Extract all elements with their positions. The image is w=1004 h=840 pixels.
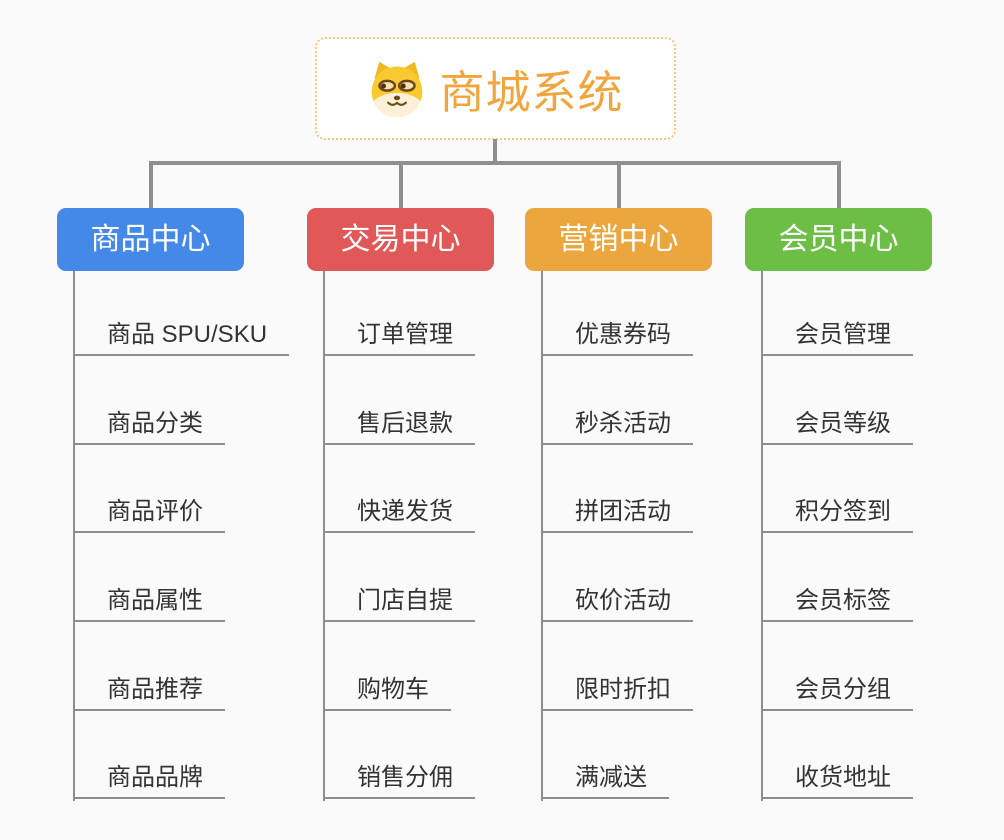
connector-drop-member (837, 161, 841, 208)
category-marketing-center[interactable]: 营销中心 (525, 208, 712, 271)
branch-product-center: 商品中心 商品 SPU/SKU 商品分类 商品评价 商品属性 商品推荐 商品品牌 (57, 208, 290, 808)
leaf-node[interactable]: 限时折扣 (541, 675, 693, 711)
leaf-node[interactable]: 商品属性 (73, 586, 225, 622)
branch-trunk-line (761, 271, 763, 801)
leaf-node[interactable]: 会员管理 (761, 320, 913, 356)
category-member-center[interactable]: 会员中心 (745, 208, 932, 271)
leaf-node[interactable]: 售后退款 (323, 409, 475, 445)
branch-member-center: 会员中心 会员管理 会员等级 积分签到 会员标签 会员分组 收货地址 (745, 208, 965, 808)
doge-icon (367, 59, 427, 119)
leaf-node[interactable]: 销售分佣 (323, 763, 475, 799)
leaf-node[interactable]: 商品品牌 (73, 763, 225, 799)
leaf-node[interactable]: 会员分组 (761, 675, 913, 711)
leaf-node[interactable]: 购物车 (323, 675, 451, 711)
leaf-node[interactable]: 会员标签 (761, 586, 913, 622)
leaf-node[interactable]: 订单管理 (323, 320, 475, 356)
root-node[interactable]: 商城系统 (315, 37, 676, 140)
leaf-node[interactable]: 商品评价 (73, 497, 225, 533)
connector-root-drop (493, 139, 497, 161)
branch-trade-center: 交易中心 订单管理 售后退款 快递发货 门店自提 购物车 销售分佣 (307, 208, 527, 808)
leaf-node[interactable]: 砍价活动 (541, 586, 693, 622)
leaf-node[interactable]: 会员等级 (761, 409, 913, 445)
root-title: 商城系统 (439, 67, 624, 118)
connector-drop-product (149, 161, 153, 208)
leaf-node[interactable]: 满减送 (541, 763, 669, 799)
leaf-node[interactable]: 积分签到 (761, 497, 913, 533)
leaf-node[interactable]: 秒杀活动 (541, 409, 693, 445)
leaf-node[interactable]: 门店自提 (323, 586, 475, 622)
leaf-node[interactable]: 收货地址 (761, 763, 913, 799)
connector-drop-marketing (617, 161, 621, 208)
leaf-node[interactable]: 快递发货 (323, 497, 475, 533)
leaf-node[interactable]: 优惠券码 (541, 320, 693, 356)
branch-trunk-line (73, 271, 75, 801)
leaf-node[interactable]: 商品分类 (73, 409, 225, 445)
category-trade-center[interactable]: 交易中心 (307, 208, 494, 271)
branch-trunk-line (541, 271, 543, 801)
branch-trunk-line (323, 271, 325, 801)
category-product-center[interactable]: 商品中心 (57, 208, 244, 271)
leaf-node[interactable]: 拼团活动 (541, 497, 693, 533)
connector-horizontal-bar (149, 161, 839, 165)
branch-marketing-center: 营销中心 优惠券码 秒杀活动 拼团活动 砍价活动 限时折扣 满减送 (525, 208, 745, 808)
leaf-node[interactable]: 商品推荐 (73, 675, 225, 711)
connector-drop-trade (399, 161, 403, 208)
leaf-node[interactable]: 商品 SPU/SKU (73, 320, 290, 356)
